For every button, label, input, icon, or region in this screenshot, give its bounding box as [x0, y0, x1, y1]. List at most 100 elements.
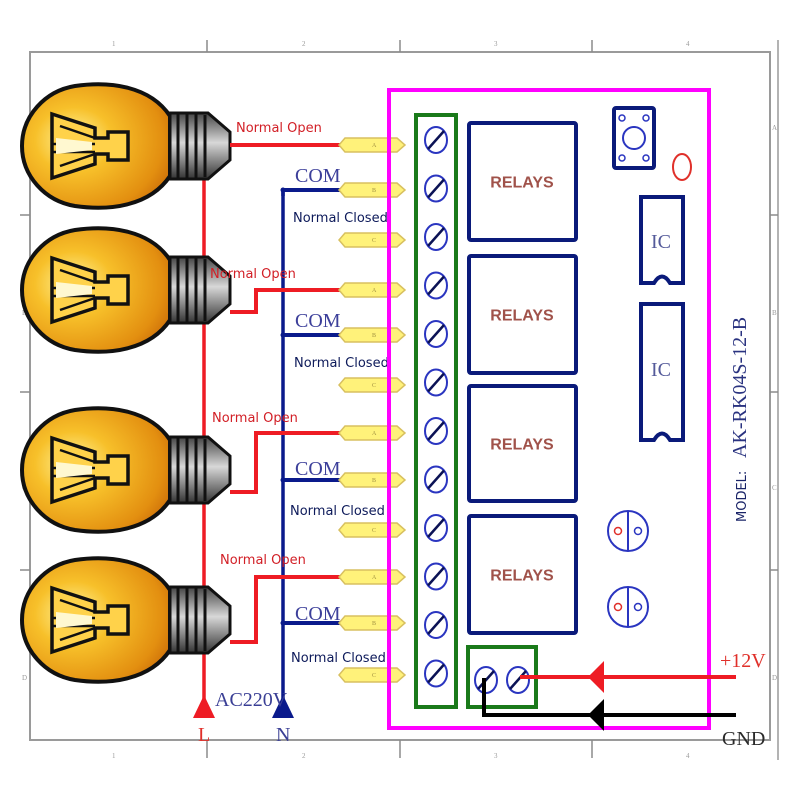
relay-label: RELAYS: [490, 308, 554, 325]
relay-module: RELAYS: [467, 121, 578, 242]
pin-label: B: [372, 621, 376, 627]
terminal-screw-icon: [423, 659, 449, 688]
com-label: COM: [295, 310, 341, 332]
light-bulb-icon: [20, 82, 232, 210]
pin-label: C: [372, 528, 376, 534]
relay-board: RELAYS RELAYS RELAYS RELAYS IC IC: [387, 88, 751, 730]
terminal-screw-icon: [423, 562, 449, 591]
grid-col-label: 4: [686, 752, 690, 760]
pin-label: A: [372, 288, 377, 294]
junction-dot: [280, 477, 286, 483]
normal-open-label: Normal Open: [212, 411, 298, 426]
ic-label: IC: [651, 359, 671, 381]
grid-col-label: 1: [112, 40, 116, 48]
relay-outline: [467, 514, 578, 635]
relay-label: RELAYS: [490, 437, 554, 454]
com-label: COM: [295, 458, 341, 480]
terminal-screw-icon: [423, 125, 449, 155]
pin-label: A: [372, 575, 377, 581]
pin-label: A: [372, 143, 377, 149]
relay-outline: [467, 384, 578, 503]
normal-closed-label: Normal Closed: [293, 211, 388, 226]
pin-label: B: [372, 188, 376, 194]
label-background: [287, 502, 387, 520]
grid-row-label: B: [772, 309, 777, 317]
light-bulb-icon: [20, 556, 232, 684]
power-screw-icon: [505, 665, 531, 695]
pin-label: C: [372, 238, 376, 244]
grid-row-label: D: [22, 674, 27, 682]
terminal-screw-icon: [423, 368, 449, 397]
grid-col-label: 2: [302, 752, 306, 760]
ic-label: IC: [651, 231, 671, 253]
ic-chip: IC: [639, 195, 685, 285]
grid-row-label: A: [772, 124, 777, 132]
neutral-terminal-arrow-icon: [272, 695, 294, 718]
terminal-screw-icon: [423, 416, 449, 446]
dc-ground-wire: [482, 678, 736, 731]
com-label: COM: [295, 603, 341, 625]
terminal-screw-icon: [423, 465, 449, 494]
ic-chip: IC: [639, 302, 685, 442]
grid-col-label: 4: [686, 40, 690, 48]
terminal-screw-icon: [423, 319, 449, 349]
normal-open-label: Normal Open: [236, 121, 322, 136]
grid-col-label: 3: [494, 752, 498, 760]
dc-positive-wire: [520, 661, 736, 693]
grid-col-label: 1: [112, 752, 116, 760]
normal-open-label: Normal Open: [220, 553, 306, 568]
dc-positive-label: +12V: [720, 650, 766, 672]
grid-col-label: 2: [302, 40, 306, 48]
pin-label: A: [372, 431, 377, 437]
light-bulb-icon: [20, 406, 232, 534]
label-background: [291, 354, 391, 372]
dc-ground-label: GND: [722, 728, 765, 750]
live-terminal-arrow-icon: [193, 695, 215, 718]
label-background: [290, 209, 390, 227]
grid-row-label: C: [772, 484, 777, 492]
relay-label: RELAYS: [490, 175, 554, 192]
normal-closed-label: Normal Closed: [290, 504, 385, 519]
live-label: L: [198, 724, 210, 746]
terminal-screw-icon: [423, 513, 449, 543]
relay-module: RELAYS: [467, 384, 578, 503]
dc-ground-arrow-icon: [588, 699, 604, 731]
relay-label: RELAYS: [490, 568, 554, 585]
normal-closed-label: Normal Closed: [294, 356, 389, 371]
terminal-screw-icon: [423, 610, 449, 640]
model-prefix: MODEL:: [735, 471, 750, 522]
normal-open-label: Normal Open: [210, 267, 296, 282]
relay-outline: [467, 121, 578, 242]
relay-module: RELAYS: [467, 254, 578, 375]
pin-label: B: [372, 478, 376, 484]
junction-dot: [280, 620, 286, 626]
terminal-screw-icon: [423, 271, 449, 300]
model-number: AK-RK04S-12-B: [729, 317, 751, 458]
normal-open-wire: [230, 575, 345, 644]
capacitor-icon: [607, 586, 649, 628]
com-label: COM: [295, 165, 341, 187]
model-label: MODEL: AK-RK04S-12-B: [729, 317, 751, 522]
led-indicator-icon: [672, 153, 692, 181]
normal-open-wire: [230, 288, 345, 314]
light-bulb-icon: [20, 226, 232, 354]
terminal-screw-icon: [423, 222, 449, 252]
normal-closed-label: Normal Closed: [291, 651, 386, 666]
relay-module: RELAYS: [467, 514, 578, 635]
pin-label: B: [372, 333, 376, 339]
neutral-label: N: [276, 724, 290, 746]
output-terminal-block: [414, 113, 458, 709]
normal-open-wire: [230, 431, 345, 494]
terminal-screw-icon: [423, 174, 449, 203]
dc-positive-arrow-icon: [588, 661, 604, 693]
pin-label: C: [372, 383, 376, 389]
label-background: [288, 649, 388, 667]
junction-dot: [280, 332, 286, 338]
relay-outline: [467, 254, 578, 375]
grid-col-label: 3: [494, 40, 498, 48]
